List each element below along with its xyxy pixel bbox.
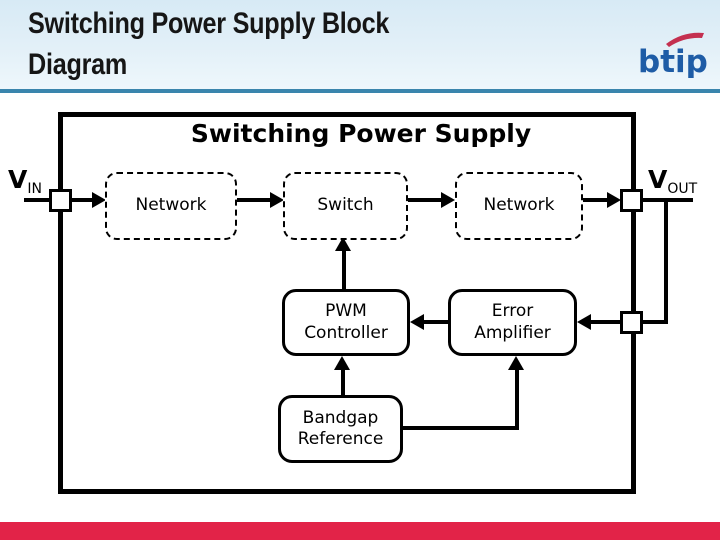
logo-swoosh-icon [666,32,704,47]
block-error-amplifier: Error Amplifier [448,289,577,356]
vin-label-main: V [8,165,28,194]
arrowhead-into-error-amplifier-icon [577,314,591,330]
btip-logo: btip [638,32,708,78]
vout-terminal-node [620,189,643,212]
container-title: Switching Power Supply [190,119,532,148]
arrowhead-into-vout-node-icon [607,192,621,208]
wire-input-network-to-switch [237,198,271,202]
arrowhead-into-switch-icon [270,192,284,208]
arrowhead-into-output-network-icon [441,192,455,208]
arrowhead-into-pwm-icon [410,314,424,330]
wire-feedback-vertical [664,200,668,324]
block-bandgap-reference: Bandgap Reference [278,395,403,463]
block-switch: Switch [283,172,408,240]
slide-title-line2: Diagram [28,48,128,81]
vout-label-sub: OUT [667,181,698,197]
slide-title-line1: Switching Power Supply Block [28,7,390,40]
wire-output-network-to-vout [583,198,608,202]
wire-vin-to-input-network [71,198,93,202]
block-pwm-controller: PWM Controller [282,289,410,356]
wire-bandgap-right [403,426,519,430]
header: Switching Power Supply Block Diagram bti… [0,0,720,89]
wire-vout-lead [643,198,693,202]
wire-switch-to-output-network [408,198,442,202]
vin-label-sub: IN [27,181,42,197]
block-output-network: Network [455,172,583,240]
wire-error-amplifier-to-pwm [424,320,448,324]
vin-label: VIN [8,165,42,197]
vin-terminal-node [49,189,72,212]
header-rule [0,89,720,93]
wire-vin-stub [24,198,49,202]
arrowhead-into-switch-bottom-icon [335,237,351,251]
vout-label: VOUT [648,165,698,197]
wire-bandgap-to-pwm [341,368,345,397]
slide-title: Switching Power Supply Block Diagram [28,3,389,85]
logo-text: btip [638,44,708,78]
feedback-terminal-node [620,311,643,334]
wire-feedback-to-node [642,320,668,324]
arrowhead-into-error-amplifier-bottom-icon [508,356,524,370]
block-input-network: Network [105,172,237,240]
wire-pwm-to-switch [342,249,346,291]
vout-label-main: V [648,165,668,194]
footer-accent-bar [0,522,720,540]
wire-bandgap-to-error-amplifier [515,368,519,430]
arrowhead-into-input-network-icon [92,192,106,208]
arrowhead-into-pwm-bottom-icon [334,356,350,370]
wire-node-to-error-amplifier [591,320,620,324]
